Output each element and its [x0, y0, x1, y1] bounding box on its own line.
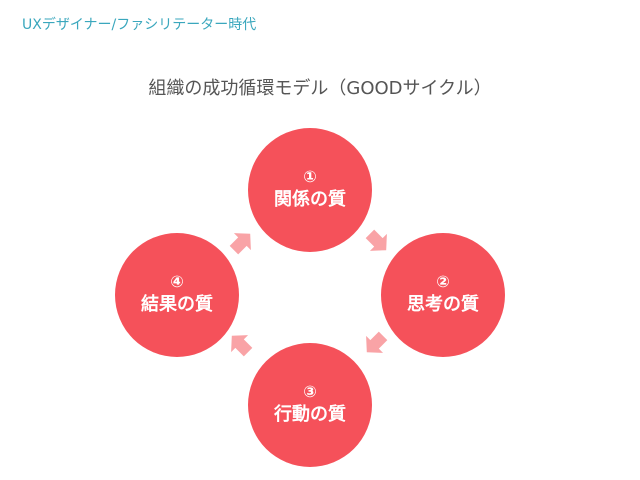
node-number: ① — [303, 167, 317, 186]
node-label: 思考の質 — [407, 294, 479, 315]
slide-title: 組織の成功循環モデル（GOODサイクル） — [148, 78, 492, 99]
arrow-4-to-1 — [229, 233, 251, 255]
arrow-2-to-3 — [366, 331, 388, 353]
header-subtitle: UXデザイナー/ファシリテーター時代 — [22, 17, 257, 33]
node-label: 結果の質 — [141, 294, 213, 315]
node-label: 行動の質 — [274, 404, 346, 425]
node-label: 関係の質 — [274, 189, 346, 210]
cycle-node-relationship: ① 関係の質 — [248, 128, 372, 252]
node-number: ③ — [303, 382, 317, 401]
cycle-node-result: ④ 結果の質 — [115, 233, 239, 357]
cycle-node-action: ③ 行動の質 — [248, 343, 372, 467]
node-number: ② — [436, 272, 450, 291]
arrow-3-to-4 — [231, 335, 253, 357]
node-number: ④ — [170, 272, 184, 291]
cycle-node-thinking: ② 思考の質 — [381, 233, 505, 357]
arrow-1-to-2 — [365, 229, 387, 251]
